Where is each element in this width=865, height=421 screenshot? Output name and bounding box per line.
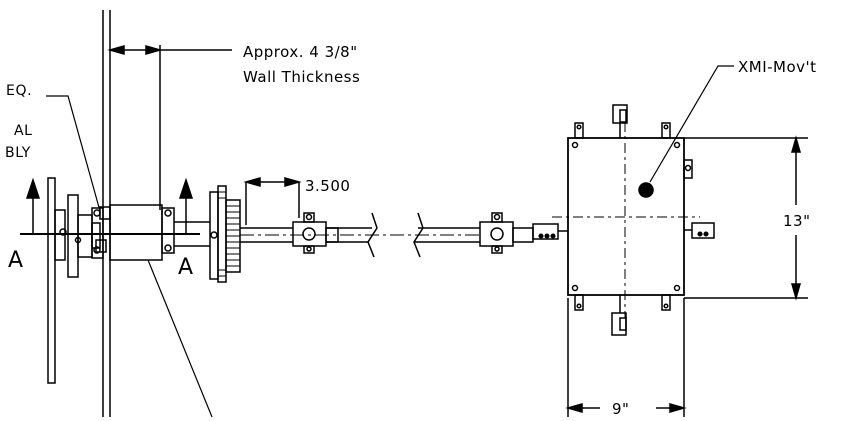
bly-label-fragment: BLY [5, 145, 31, 161]
shaft-dimension-label: 3.500 [305, 177, 350, 195]
section-arrow-right [110, 177, 200, 235]
al-label-fragment: AL [14, 123, 33, 139]
req-label-fragment: EQ. [6, 83, 32, 99]
wall [102, 10, 111, 417]
width-dimension-label: 9" [612, 400, 629, 417]
wall-housing [91, 204, 210, 261]
text-labels: Approx. 4 3/8" Wall Thickness EQ. AL BLY… [5, 43, 817, 418]
movement-box [552, 104, 715, 336]
universal-joint-1 [292, 212, 339, 254]
gear-assembly [209, 185, 241, 283]
width-dimension [565, 298, 687, 417]
shaft-dimension [243, 177, 302, 225]
movement-label: XMI-Mov't [738, 58, 817, 76]
drive-shaft [240, 212, 480, 258]
section-label-left: A [8, 248, 23, 273]
section-label-right: A [178, 255, 193, 280]
wall-thickness-label-line1: Approx. 4 3/8" [243, 43, 358, 61]
shaft-coupling [532, 223, 568, 240]
wall-thickness-label-line2: Wall Thickness [243, 68, 360, 86]
section-arrow-left [20, 177, 110, 235]
wall-thickness-dimension [107, 45, 232, 210]
universal-joint-2 [479, 212, 534, 254]
leader-lines [46, 65, 734, 418]
height-dimension-label: 13" [783, 212, 811, 230]
height-dimension [684, 135, 808, 301]
dial-disc-assembly [47, 177, 111, 384]
